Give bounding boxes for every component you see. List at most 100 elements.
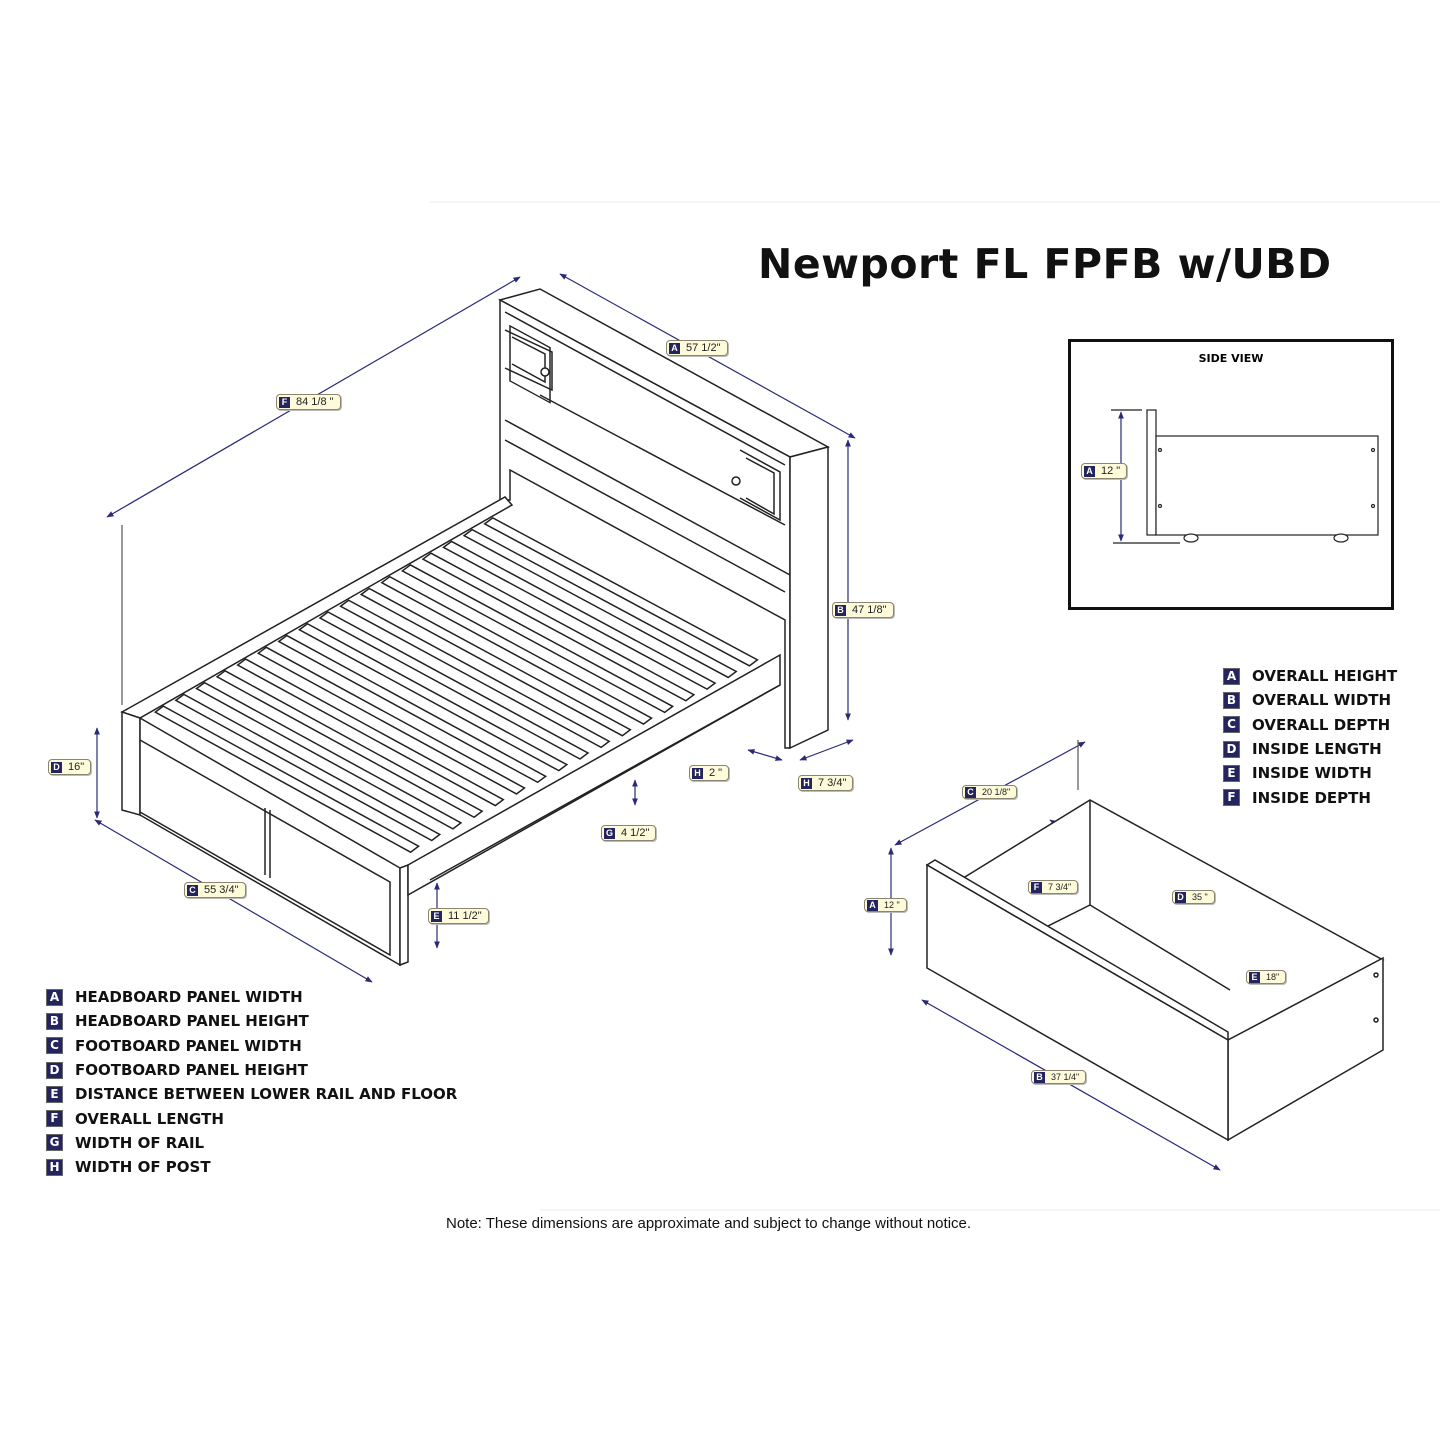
bed-slat [215,669,484,819]
dimension-value: 7 3/4" [818,777,847,789]
drawer-drawing [925,799,1385,1142]
bed-slat [195,681,463,830]
drawer-legend: A OVERALL HEIGHT B OVERALL WIDTH C OVERALL DE… [1223,664,1397,810]
legend-item: A OVERALL HEIGHT [1223,664,1397,688]
legend-letter-badge: E [46,1085,63,1103]
bed-tag-c: C 55 3/4" [184,882,246,898]
legend-label: OVERALL WIDTH [1252,691,1392,710]
bed-slat [339,599,611,749]
legend-item: D FOOTBOARD PANEL HEIGHT [46,1058,457,1082]
dimension-letter-badge: B [1034,1071,1045,1083]
dimension-letter-badge: A [669,342,680,354]
legend-item: B OVERALL WIDTH [1223,688,1397,712]
side-view-title: SIDE VIEW [1198,352,1264,365]
legend-item: C FOOTBOARD PANEL WIDTH [46,1034,457,1058]
legend-item: A HEADBOARD PANEL WIDTH [46,985,457,1009]
legend-letter-badge: A [46,988,63,1006]
dimension-letter-badge: H [801,777,812,789]
legend-label: OVERALL HEIGHT [1252,667,1398,686]
dimension-value: 47 1/8" [852,604,887,616]
legend-letter-badge: G [46,1134,63,1152]
bed-legend: A HEADBOARD PANEL WIDTH B HEADBOARD PANEL H… [46,985,457,1179]
legend-letter-badge: B [1223,691,1240,709]
dimension-letter-badge: E [431,910,442,922]
bed-tag-f: F 84 1/8 " [276,394,341,410]
legend-label: FOOTBOARD PANEL HEIGHT [75,1061,308,1080]
bed-slat [462,528,738,679]
bed-tag-e: E 11 1/2" [428,908,489,924]
legend-label: INSIDE WIDTH [1252,764,1372,783]
legend-label: INSIDE DEPTH [1252,788,1371,807]
dimension-letter-badge: D [1175,891,1186,903]
dimension-letter-badge: C [187,884,198,896]
dimension-value: 2 " [709,767,723,779]
dimension-value: 37 1/4" [1051,1072,1080,1082]
dimension-letter-badge: F [1031,881,1042,893]
legend-label: WIDTH OF POST [75,1158,211,1177]
bed-tag-a: A 57 1/2" [666,340,728,356]
legend-letter-badge: D [46,1061,63,1079]
legend-letter-badge: H [46,1158,63,1176]
dimension-value: 84 1/8 " [296,396,334,408]
legend-letter-badge: C [46,1037,63,1055]
legend-item: B HEADBOARD PANEL HEIGHT [46,1009,457,1033]
page-title: Newport FL FPFB w/UBD [758,240,1332,288]
bed-slat [277,634,548,784]
legend-label: DISTANCE BETWEEN LOWER RAIL AND FLOOR [75,1085,458,1104]
bed-slat [256,646,526,795]
drawer-tag-b: B 37 1/4" [1031,1070,1087,1084]
legend-item: F INSIDE DEPTH [1223,785,1397,809]
bed-slat [174,693,442,842]
bed-tag-g: G 4 1/2" [601,825,657,841]
dimension-letter-badge: G [604,827,615,839]
legend-letter-badge: E [1223,764,1240,782]
legend-label: HEADBOARD PANEL HEIGHT [75,1012,309,1031]
bed-tag-h7: H 7 3/4" [798,775,854,791]
legend-label: OVERALL DEPTH [1252,715,1391,734]
drawer-tag-f: F 7 3/4" [1028,880,1079,894]
dimension-letter-badge: A [867,899,878,911]
dimension-value: 18" [1266,972,1280,982]
bed-slat [421,552,696,702]
dimension-value: 20 1/8" [982,787,1011,797]
legend-letter-badge: C [1223,716,1240,734]
dimension-value: 11 1/2" [448,910,482,922]
drawer-tag-a: A 12 " [864,898,907,912]
legend-item: E INSIDE WIDTH [1223,761,1397,785]
bed-slat [298,622,569,772]
legend-letter-badge: B [46,1012,63,1030]
bed-slat [318,611,590,760]
dimension-letter-badge: E [1249,971,1260,983]
legend-label: FOOTBOARD PANEL WIDTH [75,1036,302,1055]
bed-drawing [120,288,831,967]
dimension-value: 57 1/2" [686,342,721,354]
legend-label: HEADBOARD PANEL WIDTH [75,988,303,1007]
disclaimer-note: Note: These dimensions are approximate a… [446,1215,972,1232]
legend-item: C OVERALL DEPTH [1223,713,1397,737]
dimension-value: 7 3/4" [1048,882,1072,892]
bed-slat [380,575,653,725]
legend-letter-badge: A [1223,667,1240,685]
dimension-letter-badge: H [692,767,703,779]
bed-slat [153,705,420,854]
dimension-letter-badge: F [279,396,290,408]
legend-letter-badge: F [1223,789,1240,807]
bed-tag-b: B 47 1/8" [832,602,894,618]
drawer-tag-e: E 18" [1246,970,1287,984]
dimension-value: 12 " [884,900,900,910]
dimension-value: 4 1/2" [621,827,650,839]
bed-slat [483,516,759,667]
legend-letter-badge: F [46,1110,63,1128]
dimension-value: 55 3/4" [204,884,239,896]
bed-slat [236,658,505,807]
dimension-letter-badge: B [835,604,846,616]
dimension-value: 16" [68,761,85,773]
legend-item: E DISTANCE BETWEEN LOWER RAIL AND FLOOR [46,1082,457,1106]
legend-item: F OVERALL LENGTH [46,1106,457,1130]
bed-slat [442,540,717,691]
legend-label: OVERALL LENGTH [75,1109,224,1128]
